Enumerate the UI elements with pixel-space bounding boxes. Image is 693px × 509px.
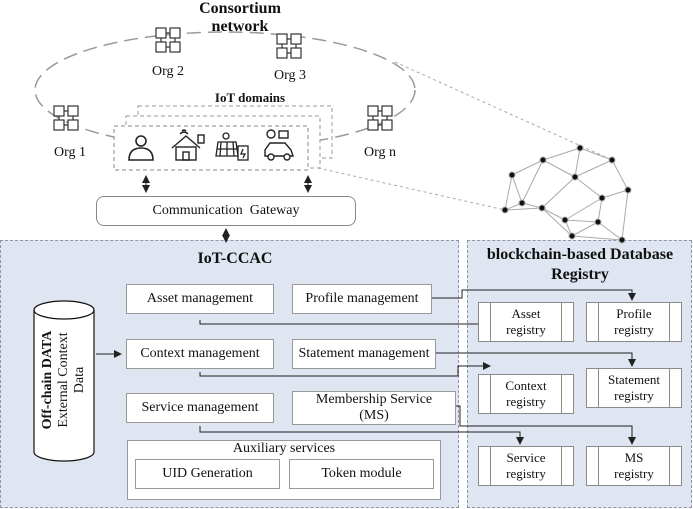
consortium-title: Consortium network (150, 0, 330, 36)
org3-node-icon (273, 30, 309, 71)
smart-home-icon (171, 129, 205, 161)
profile-management-box: Profile management (292, 284, 432, 314)
asset-registry-l2: registry (506, 322, 546, 337)
connector-service (199, 426, 524, 445)
org1-node-icon (50, 102, 86, 143)
membership-service-abbr: (MS) (359, 408, 389, 423)
consortium-title-line2: network (211, 18, 269, 35)
solar-energy-icon (215, 132, 249, 161)
connector-ms (456, 405, 636, 445)
connector-profile (432, 289, 636, 301)
asset-registry-l1: Asset (511, 306, 541, 321)
statement-registry-l2: registry (614, 388, 654, 403)
statement-management-box: Statement management (292, 339, 436, 369)
profile-registry-l1: Profile (616, 306, 652, 321)
connector-asset (199, 320, 491, 328)
service-management-box: Service management (126, 393, 274, 423)
context-management-box: Context management (126, 339, 274, 369)
ms-registry-l2: registry (614, 466, 654, 481)
link-dash-top (394, 61, 613, 161)
communication-gateway: Communication Gateway (96, 196, 356, 226)
offchain-subtitle: External Context (56, 332, 71, 428)
auxiliary-services-title: Auxiliary services (232, 441, 336, 456)
iot-domains-title: IoT domains (214, 90, 286, 105)
statement-registry-l1: Statement (608, 372, 660, 387)
offchain-cylinder (33, 300, 95, 462)
registry-title-line1: blockchain-based Database (486, 246, 674, 263)
smart-car-icon (264, 129, 294, 161)
context-registry-l2: registry (506, 394, 546, 409)
registry-title: blockchain-based Database Registry (470, 245, 690, 285)
asset-management-box: Asset management (126, 284, 274, 314)
consortium-ellipse (34, 31, 416, 149)
offchain-data-label: Off-chain DATA External Context Data (22, 300, 106, 460)
ms-registry-l1: MS (624, 450, 644, 465)
membership-service-box: Membership Service (MS) (292, 391, 456, 425)
org2-label: Org 2 (151, 64, 185, 79)
blockchain-network-graph (501, 144, 632, 244)
ccac-title: IoT-CCAC (197, 250, 273, 267)
link-dash-bottom (317, 167, 506, 211)
user-icon (128, 135, 154, 161)
orgn-node-icon (364, 102, 400, 143)
org3-label: Org 3 (273, 68, 307, 83)
orgn-label: Org n (363, 145, 397, 160)
org2-node-icon (152, 24, 188, 65)
profile-registry-l2: registry (614, 322, 654, 337)
service-registry-l1: Service (506, 450, 546, 465)
connector-context (199, 362, 491, 377)
connector-statement (436, 352, 636, 367)
uid-generation-box: UID Generation (135, 459, 280, 489)
context-registry-l1: Context (505, 378, 547, 393)
registry-title-line2: Registry (551, 266, 609, 283)
membership-service-label: Membership Service (315, 392, 433, 407)
token-module-box: Token module (289, 459, 434, 489)
consortium-title-line1: Consortium (199, 0, 281, 17)
org1-label: Org 1 (53, 145, 87, 160)
offchain-subtitle-2: Data (72, 366, 87, 394)
offchain-title: Off-chain DATA (40, 330, 55, 430)
service-registry-l2: registry (506, 466, 546, 481)
